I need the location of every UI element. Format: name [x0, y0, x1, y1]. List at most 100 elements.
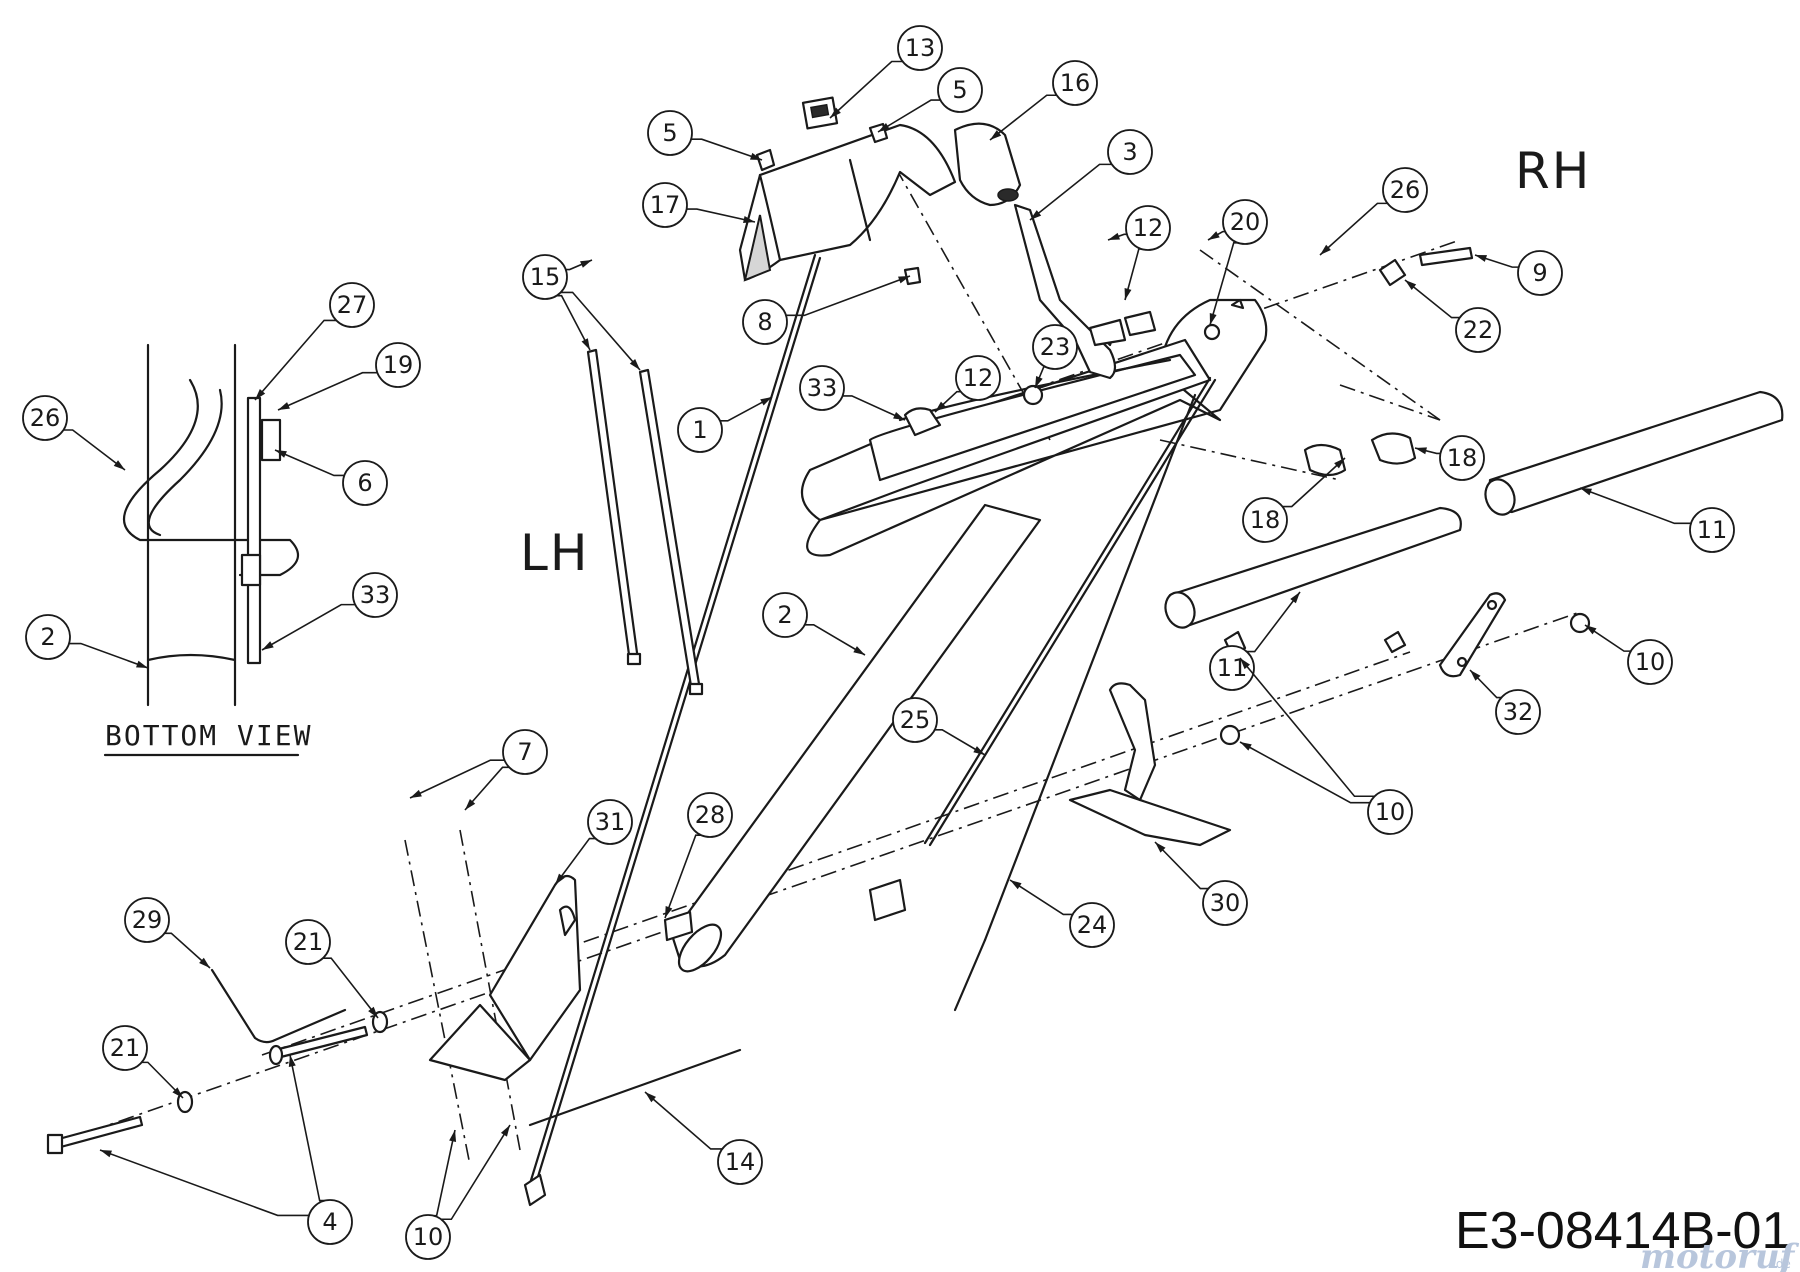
callout-number: 25 [900, 706, 931, 734]
callout-arrowhead [1108, 232, 1120, 240]
callout-number: 10 [1375, 798, 1406, 826]
callout-circle [1242, 497, 1288, 543]
callout-part-14: 14 [644, 1091, 763, 1185]
callout-arrowhead [1155, 842, 1166, 853]
callout-number: 5 [662, 119, 677, 147]
pins-and-bolts [46, 910, 742, 1155]
callout-number: 7 [517, 738, 532, 766]
callout-part-21: 21 [102, 1025, 184, 1099]
callout-part-26: 26 [1319, 167, 1428, 256]
upper-handle-u [800, 298, 1268, 557]
bracket-31 [428, 874, 582, 1082]
callout-part-12: 12 [1107, 205, 1171, 301]
callout-circle [342, 460, 388, 506]
callout-number: 26 [30, 404, 61, 432]
callout-number: 5 [952, 76, 967, 104]
callout-arrowhead [1240, 658, 1251, 670]
callout-part-16: 16 [989, 60, 1098, 141]
callout-circle [762, 592, 808, 638]
callout-number: 15 [530, 263, 561, 291]
callout-leader-line [877, 99, 941, 133]
callout-leader-line [1282, 457, 1346, 508]
callout-part-33: 33 [799, 365, 906, 421]
callout-arrowhead [100, 1150, 112, 1158]
callout-leader-line [433, 1129, 456, 1217]
callout-number: 26 [1390, 176, 1421, 204]
callout-arrowhead [1209, 313, 1217, 325]
callout-circle [1627, 639, 1673, 685]
callout-circle [687, 792, 733, 838]
callout-number: 32 [1503, 698, 1534, 726]
callout-circle [1107, 129, 1153, 175]
callout-arrowhead [750, 152, 762, 160]
callout-part-13: 13 [829, 25, 943, 119]
callout-circle [522, 254, 568, 300]
callout-leader-line [1469, 669, 1502, 699]
callout-part-20: 20 [1207, 199, 1268, 326]
callout-part-29: 29 [124, 897, 211, 969]
callout-number: 20 [1230, 208, 1261, 236]
watermark-suffix: .de [1772, 1257, 1791, 1271]
callout-leader-line [274, 449, 345, 477]
callout-arrowhead [1124, 288, 1132, 300]
callout-leader-line [99, 1149, 310, 1217]
callout-circle [742, 299, 788, 345]
callout-arrowhead [1585, 625, 1597, 635]
callout-number: 4 [322, 1208, 337, 1236]
callout-arrowhead [1580, 488, 1592, 496]
callout-leader-line [1579, 487, 1692, 525]
callout-arrowhead [935, 401, 946, 412]
callout-number: 18 [1447, 444, 1478, 472]
callout-circle [1367, 789, 1413, 835]
callout-circle [1455, 307, 1501, 353]
callout-number: 2 [40, 623, 55, 651]
callout-number: 12 [963, 364, 994, 392]
callout-arrowhead [500, 1125, 510, 1137]
callout-circle [352, 572, 398, 618]
callout-number: 2 [777, 601, 792, 629]
callout-arrowhead [1240, 742, 1252, 751]
callout-arrowhead [743, 216, 755, 223]
callout-arrowhead [199, 957, 210, 968]
callout-circle [102, 1025, 148, 1071]
callout-part-7: 7 [409, 729, 548, 811]
callout-number: 19 [383, 351, 414, 379]
callout-circle [1439, 435, 1485, 481]
callout-leader-line [934, 729, 986, 756]
callout-arrowhead [898, 276, 910, 284]
callout-part-18: 18 [1242, 457, 1346, 543]
callout-part-10: 10 [1584, 624, 1673, 685]
callout-circle [642, 182, 688, 228]
callout-part-21: 21 [285, 919, 379, 1019]
callout-number: 10 [413, 1223, 444, 1251]
callout-part-26: 26 [22, 395, 126, 471]
callout-arrowhead [760, 397, 772, 406]
tie-rods [586, 348, 704, 696]
callout-leader-line [69, 642, 149, 669]
callout-part-9: 9 [1474, 250, 1563, 296]
watermark-logo: motoruf [1640, 1237, 1800, 1272]
left-side-label: LH [520, 524, 589, 582]
callout-circle [1069, 902, 1115, 948]
callout-arrowhead [1320, 244, 1331, 255]
callout-number: 23 [1040, 333, 1071, 361]
callout-circle [1125, 205, 1171, 251]
callout-arrowhead [830, 107, 841, 118]
callout-number: 29 [132, 906, 163, 934]
right-side-label: RH [1515, 142, 1591, 200]
callout-circle [124, 897, 170, 943]
callout-circle [892, 697, 938, 743]
callout-part-30: 30 [1154, 841, 1248, 926]
callout-leader-line [556, 294, 591, 351]
callout-leader-line [691, 138, 763, 161]
callout-arrowhead [878, 123, 890, 132]
callout-arrowhead [645, 1092, 656, 1103]
callout-number: 13 [905, 34, 936, 62]
callout-part-25: 25 [892, 697, 986, 756]
callout-arrowhead [1470, 670, 1481, 681]
callout-leader-line [842, 395, 906, 421]
callout-circle [1209, 645, 1255, 691]
callout-leader-line [322, 957, 379, 1019]
